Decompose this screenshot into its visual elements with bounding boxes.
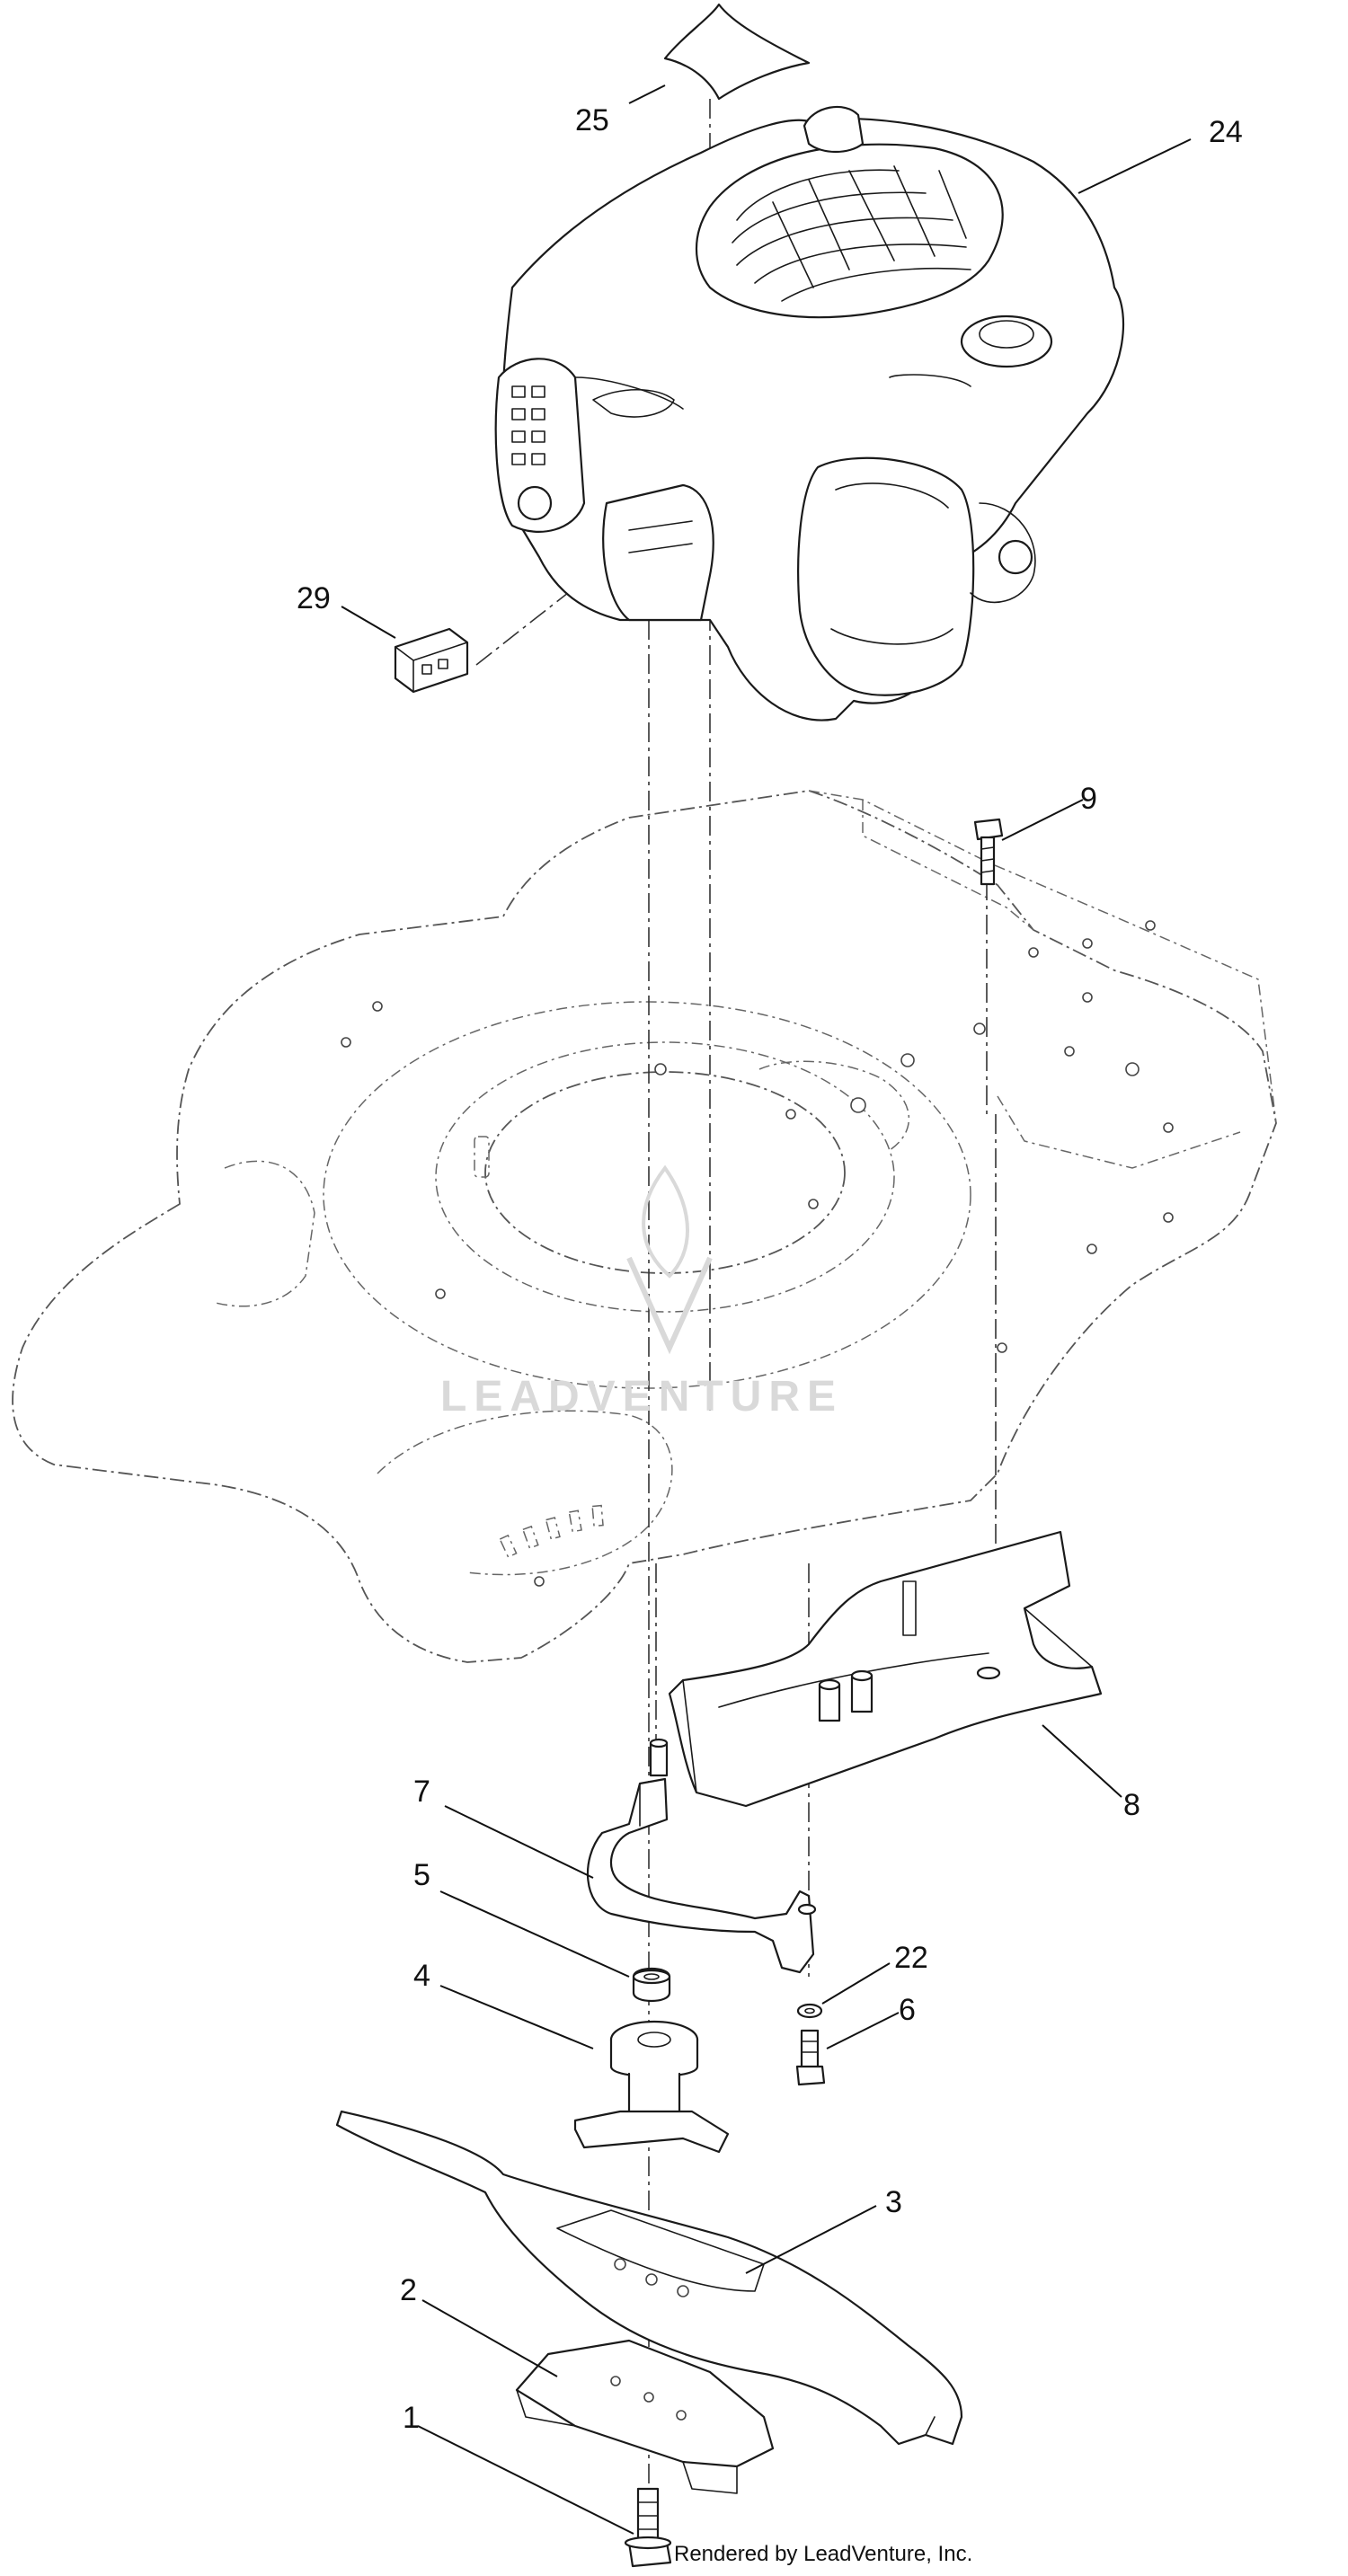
part-4-blade-adapter [573, 2020, 730, 2154]
callout-2: 2 [400, 2273, 417, 2307]
part-2-stiffener [515, 2339, 775, 2494]
part-22-washer [796, 2003, 823, 2019]
deck-vent-slots [499, 1504, 604, 1558]
rendered-by-credit: Rendered by LeadVenture, Inc. [674, 2542, 972, 2566]
callout-24: 24 [1209, 115, 1243, 149]
callout-3: 3 [885, 2185, 902, 2219]
leadventure-watermark: LEADVENTURE [440, 1164, 843, 1421]
callout-8: 8 [1123, 1788, 1140, 1822]
callout-9: 9 [1080, 782, 1097, 816]
part-1-blade-bolt [624, 2487, 672, 2568]
part-8-baffle [668, 1530, 1103, 1808]
part-24-engine [494, 105, 1125, 721]
callout-5: 5 [413, 1858, 430, 1892]
part-7-bracket [586, 1738, 817, 1974]
callout-labels: 25 24 29 9 7 8 5 22 4 6 3 2 1 [297, 103, 1243, 2435]
part-6-bolt [795, 2029, 826, 2086]
part-3-blade [335, 2110, 963, 2446]
callout-7: 7 [413, 1775, 430, 1809]
part-29-connector [394, 627, 469, 694]
mower-deck-outline [12, 790, 1277, 1663]
callout-25: 25 [575, 103, 609, 137]
part-9-bolt [973, 818, 1004, 886]
callout-1: 1 [403, 2401, 420, 2435]
callout-4: 4 [413, 1959, 430, 1993]
watermark-text: LEADVENTURE [440, 1373, 843, 1421]
callout-22: 22 [894, 1941, 928, 1975]
part-5-nut [632, 1967, 671, 2003]
callout-6: 6 [899, 1993, 916, 2027]
leader-lines [341, 84, 1192, 2535]
callout-29: 29 [297, 581, 331, 615]
part-25-decal [663, 3, 811, 101]
